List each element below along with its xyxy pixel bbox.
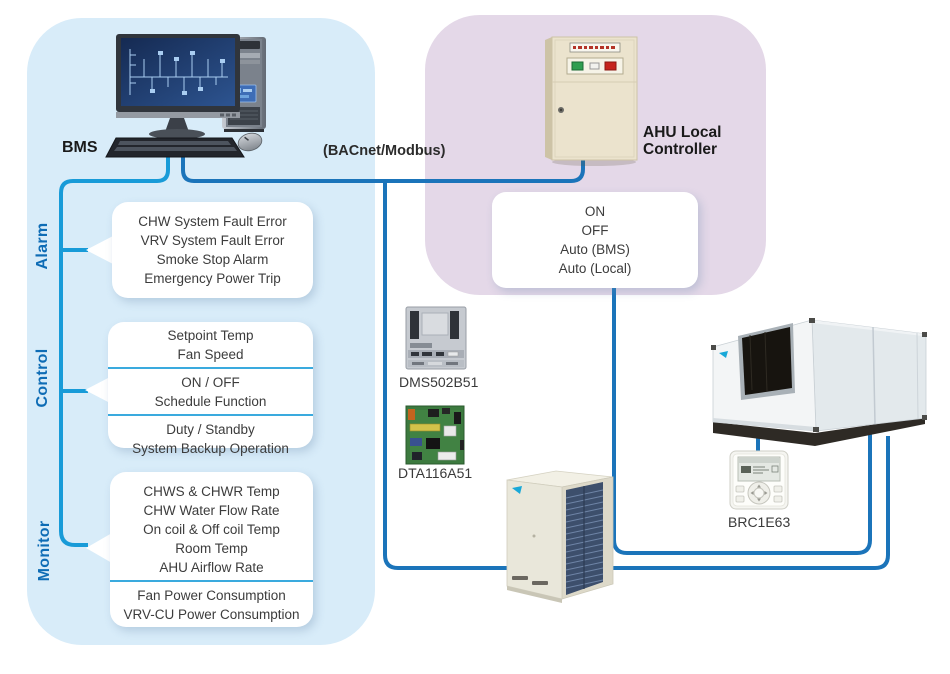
- control-bubble: Setpoint Temp Fan Speed ON / OFF Schedul…: [108, 322, 313, 456]
- mode-item: Auto (BMS): [560, 242, 630, 257]
- alarm-item: VRV System Fault Error: [140, 233, 285, 248]
- screen-schematic: [129, 49, 228, 95]
- bms-point-bracket: [59, 156, 170, 547]
- control-item: Fan Speed: [177, 346, 244, 362]
- ahu-local-controller-image: [545, 36, 638, 166]
- control-section: Duty / Standby System Backup Operation: [108, 418, 313, 459]
- monitor-title: Monitor: [36, 520, 53, 582]
- green-indicator: [571, 61, 584, 71]
- section-divider: [108, 367, 313, 369]
- mode-item: Auto (Local): [558, 261, 632, 276]
- gateway-bus-line: [383, 181, 890, 570]
- mode-item: OFF: [581, 223, 609, 238]
- alarm-item: Emergency Power Trip: [144, 271, 281, 286]
- alarm-item: Smoke Stop Alarm: [156, 252, 269, 267]
- red-indicator: [604, 61, 617, 71]
- dms502b51-image: [405, 306, 467, 370]
- mode-item: ON: [584, 204, 606, 219]
- control-title: Control: [34, 348, 51, 408]
- ahu-opening: [742, 327, 792, 395]
- brc1e63-image: [729, 450, 789, 510]
- bms-computer-image: [105, 34, 266, 158]
- control-item: Schedule Function: [154, 393, 267, 409]
- dta116a51-image: [405, 405, 465, 465]
- screen-symbols: [150, 51, 225, 95]
- control-section: Setpoint Temp Fan Speed: [108, 324, 313, 365]
- alarm-title: Alarm: [34, 222, 51, 270]
- network-lines: [181, 156, 890, 570]
- monitor-item: CHW Water Flow Rate: [143, 502, 280, 518]
- bacnet-modbus-label: (BACnet/Modbus): [323, 143, 446, 159]
- brc1e63-label: BRC1E63: [728, 514, 791, 530]
- control-item: Setpoint Temp: [167, 327, 254, 343]
- monitor-section: CHWS & CHWR Temp CHW Water Flow Rate On …: [110, 480, 313, 578]
- monitor-item: AHU Airflow Rate: [159, 559, 264, 575]
- ahu-local-controller-label-line1: AHU Local: [643, 124, 722, 141]
- ahu-local-controller-label: AHU Local Controller: [643, 124, 721, 158]
- dta116a51-label: DTA116A51: [398, 465, 473, 481]
- mode-box: ON OFF Auto (BMS) Auto (Local): [492, 192, 698, 288]
- daikin-logo: [719, 351, 728, 358]
- monitor-item: On coil & Off coil Temp: [143, 521, 280, 537]
- monitor-item: CHWS & CHWR Temp: [143, 483, 280, 499]
- control-item: ON / OFF: [181, 374, 240, 390]
- monitor-screen: [121, 38, 235, 106]
- bacnet-line: [181, 156, 585, 183]
- ahu-local-controller-label-line2: Controller: [643, 141, 718, 158]
- ahu-unit-image: [711, 318, 927, 446]
- controller-to-ahu-line: [612, 287, 872, 555]
- bubble-tails: [85, 236, 113, 563]
- mouse: [237, 132, 263, 152]
- alarm-item: CHW System Fault Error: [138, 214, 287, 229]
- control-item: System Backup Operation: [132, 440, 289, 456]
- alarm-bubble: CHW System Fault Error VRV System Fault …: [112, 202, 313, 298]
- section-divider: [108, 414, 313, 416]
- control-item: Duty / Standby: [166, 421, 255, 437]
- dms502b51-label: DMS502B51: [399, 374, 479, 390]
- control-section: ON / OFF Schedule Function: [108, 371, 313, 412]
- daikin-logo: [512, 486, 522, 494]
- section-divider: [110, 580, 313, 582]
- monitor-item: VRV-CU Power Consumption: [123, 606, 300, 622]
- monitor-item: Room Temp: [175, 540, 248, 556]
- monitor-item: Fan Power Consumption: [137, 587, 286, 603]
- monitor-bubble: CHWS & CHWR Temp CHW Water Flow Rate On …: [110, 472, 313, 627]
- bms-label: BMS: [62, 139, 98, 156]
- vrv-outdoor-unit-image: [506, 470, 614, 603]
- monitor-section: Fan Power Consumption VRV-CU Power Consu…: [110, 584, 313, 625]
